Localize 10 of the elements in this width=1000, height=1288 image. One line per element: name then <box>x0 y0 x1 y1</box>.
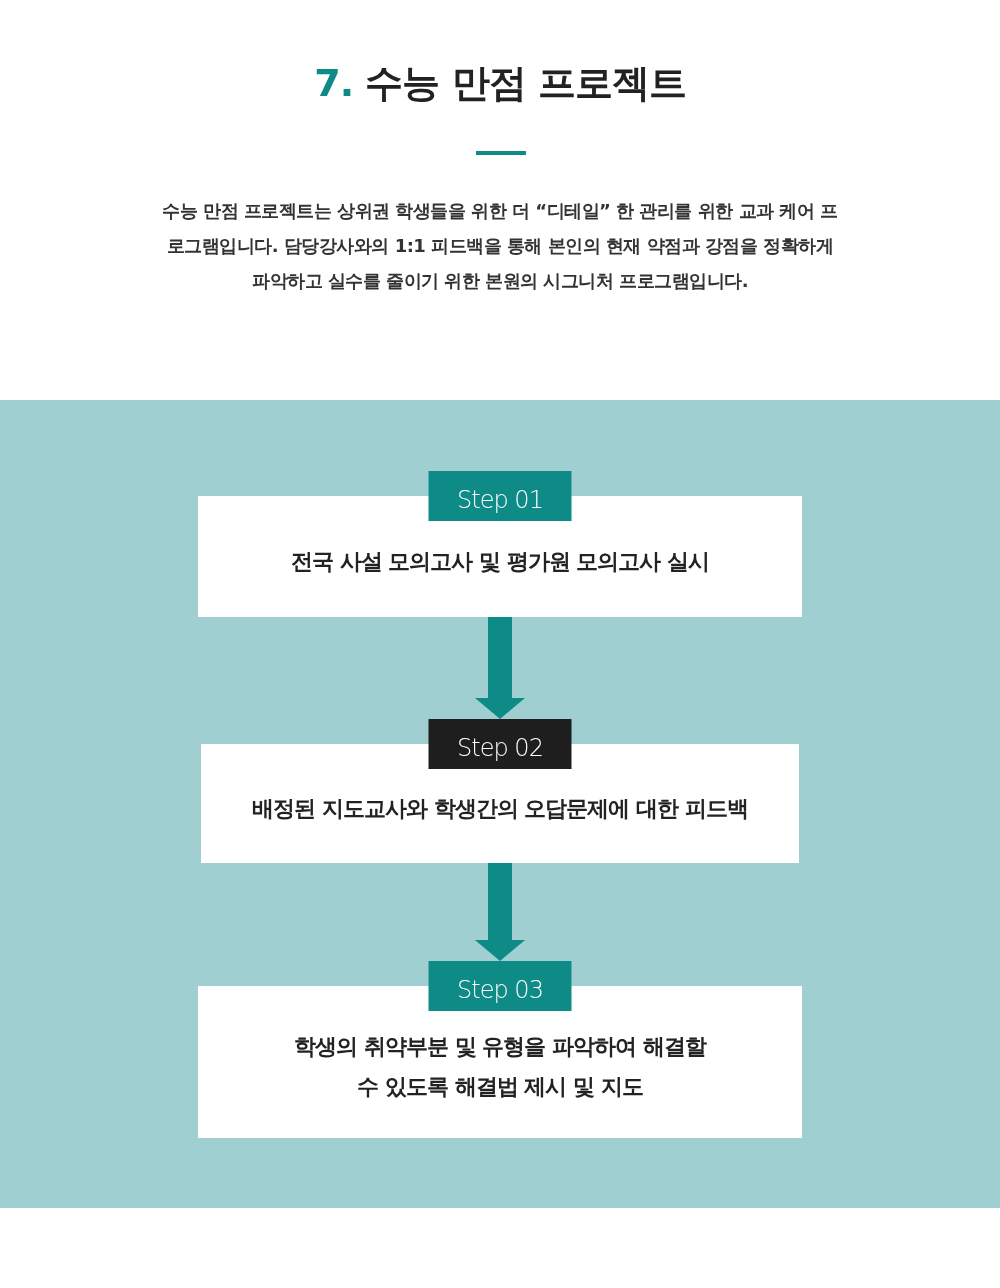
step-tab: Step 02 <box>428 719 572 769</box>
step-text: 학생의 취약부분 및 유형을 파악하여 해결할 수 있도록 해결법 제시 및 지도 <box>293 1033 708 1101</box>
title: 7. 수능 만점 프로젝트 <box>313 60 687 107</box>
step-tab: Step 01 <box>428 471 572 521</box>
step-text: 전국 사설 모의고사 및 평가원 모의고사 실시 <box>291 547 709 576</box>
step-tab: Step 03 <box>428 961 572 1011</box>
down-arrow <box>475 863 525 961</box>
description-text: 수능 만점 프로젝트는 상위권 학생들을 위한 더 “디테일” 한 관리를 위한 교과 케어 프로그램입니다. 담당강사와의 1:1 피드백을 통해 본인의 현재 약점과 강점을 정확하게 파악하고 실수를 줄이기 위한 본원의 시그니처 프로그램입니다. <box>161 199 839 293</box>
step-text: 배정된 지도교사와 학생간의 오답문제에 대한 피드백 <box>252 794 748 823</box>
down-arrow <box>475 617 525 719</box>
